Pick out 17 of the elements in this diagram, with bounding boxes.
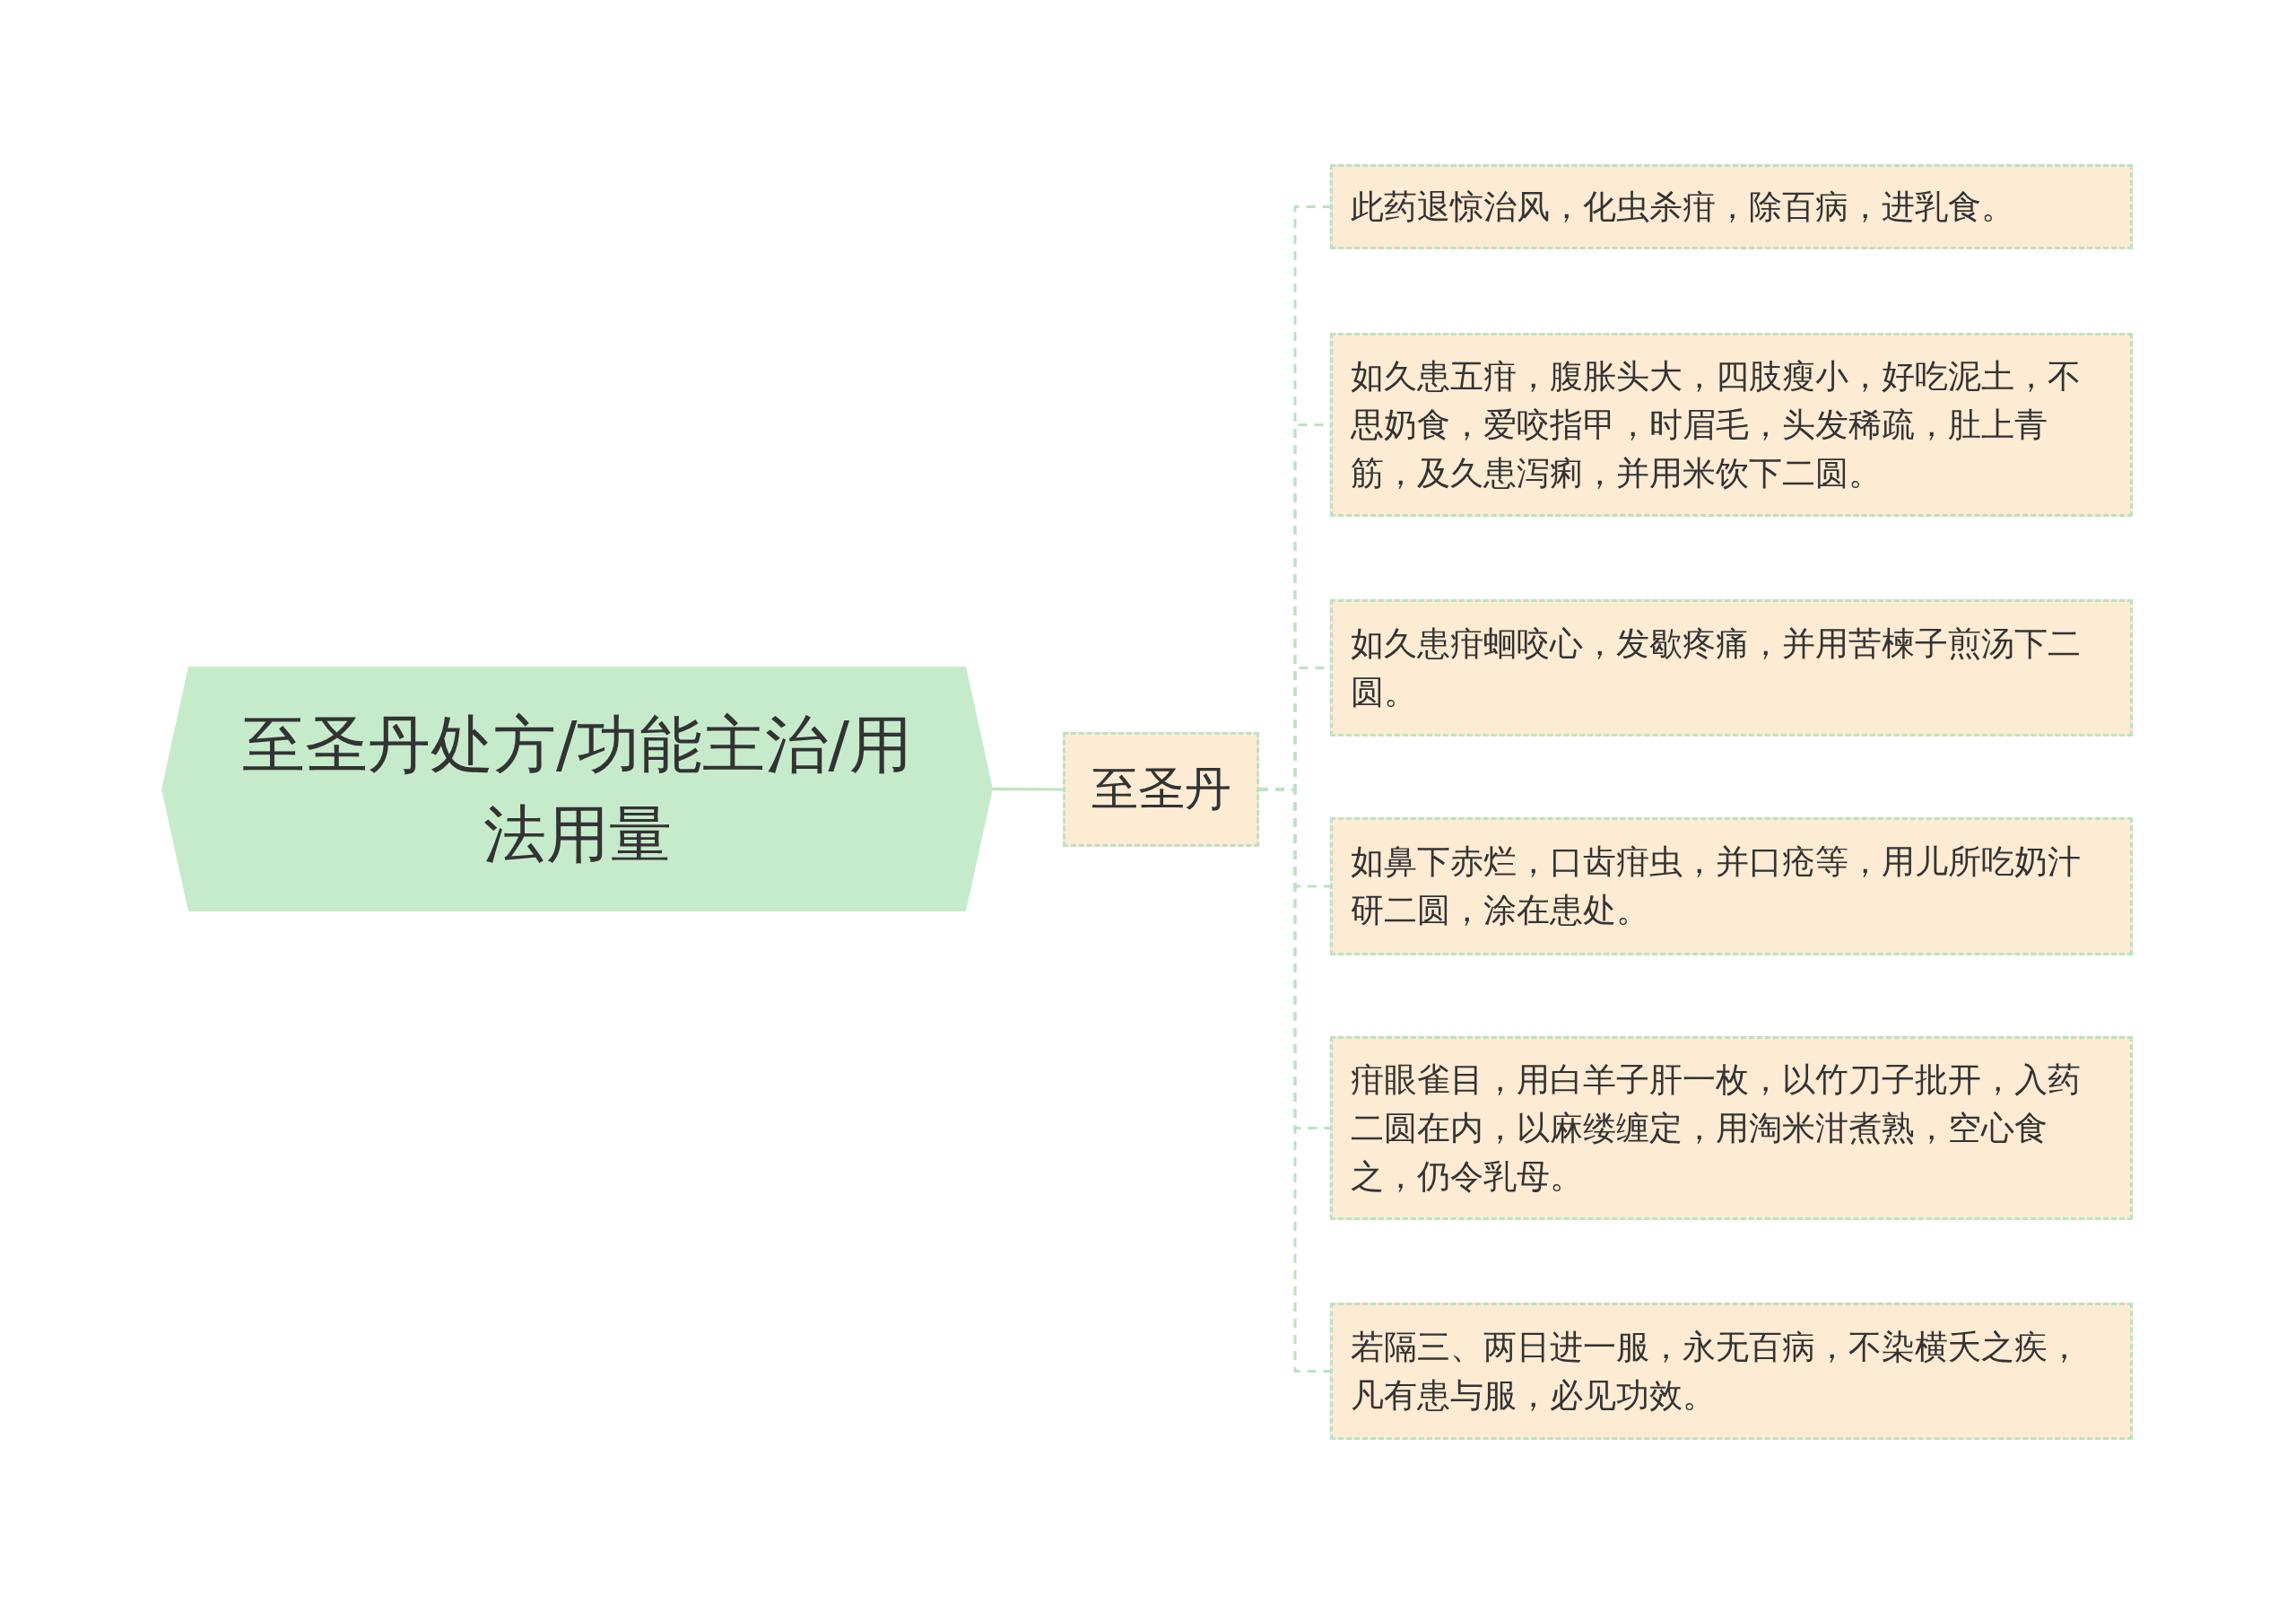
- note-text: 如久患五疳，腹胀头大，四肢瘦小，好吃泥土，不思奶食，爱咬指甲，时眉毛，头发稀疏，肚上青筋，及久患泻痢，并用米饮下二圆。: [1351, 355, 2082, 494]
- note-box: [1330, 1036, 2133, 1220]
- branch-box: [1063, 732, 1259, 847]
- note-box: [1330, 1303, 2133, 1440]
- note-box: [1330, 599, 2133, 737]
- note-box: [1330, 164, 2133, 249]
- topic-text: 至圣丹处方/功能主治/用法用量: [240, 706, 914, 873]
- note-text: 如鼻下赤烂，口齿疳虫，并口疮等，用儿所吃奶汁研二圆，涂在患处。: [1351, 841, 2082, 931]
- note-text: 若隔三、两日进一服，永无百病，不染横夭之疾，凡有患与服，必见功效。: [1351, 1326, 2082, 1417]
- note-box: [1330, 817, 2133, 955]
- topic-hexagon: [161, 667, 993, 911]
- branch-text: 至圣丹: [1091, 761, 1231, 817]
- connector: [993, 788, 1063, 791]
- note-text: 疳眼雀目，用白羊子肝一枚，以竹刀子批开，入药二圆在内，以麻缕缠定，用淘米泔煮熟，空心食之，仍令乳母。: [1351, 1059, 2082, 1198]
- note-text: 如久患疳蛔咬心，发歇疼痛，并用苦楝子煎汤下二圆。: [1351, 623, 2082, 713]
- note-text: 此药退惊治风，化虫杀疳，除百病，进乳食。: [1351, 186, 2014, 228]
- note-box: [1330, 333, 2133, 517]
